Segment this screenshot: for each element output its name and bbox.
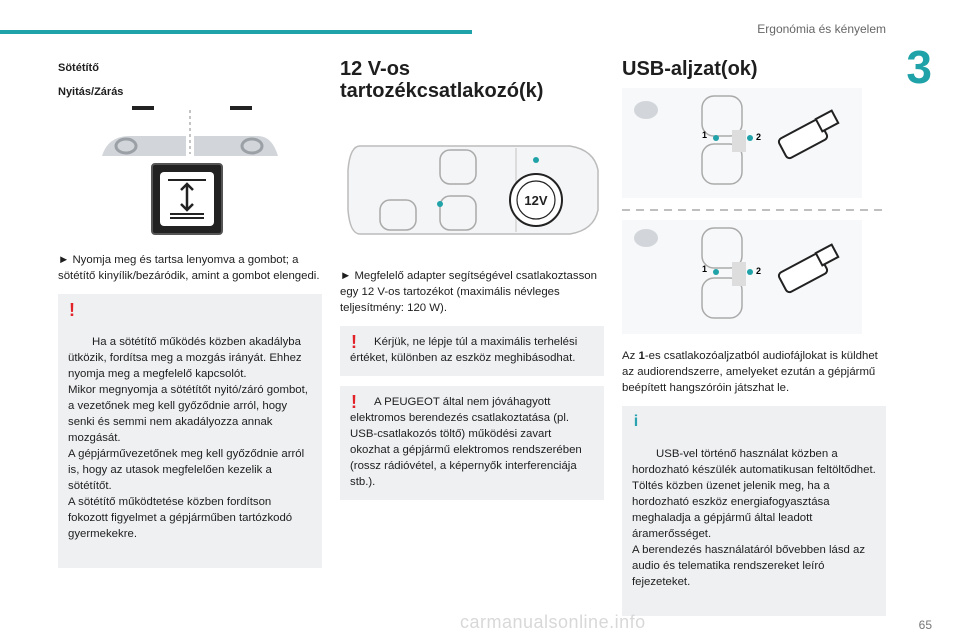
- usb-body-rest: -es csatlakozóaljzatból audiofájlokat is…: [622, 350, 878, 394]
- chapter-number: 3: [906, 41, 932, 93]
- socket-location-dot: [437, 201, 443, 207]
- usb-callout-2: 2: [756, 132, 761, 142]
- car-interior-icon: [622, 88, 862, 198]
- sunblind-heading: Sötétítő: [58, 62, 99, 74]
- usb-port-dot: [747, 269, 753, 275]
- socket-12v-warning-2: ! A PEUGEOT által nem jóváhagyott elektr…: [340, 386, 604, 500]
- usb-plug-icon: [777, 109, 840, 160]
- socket-12v-instruction: ► Megfelelő adapter segítségével csatlak…: [340, 270, 597, 314]
- warning-icon: !: [351, 392, 357, 412]
- socket-12v-heading: 12 V-os tartozékcsatlakozó(k): [340, 58, 544, 102]
- usb-column: USB-aljzat(ok) 1 2: [622, 52, 886, 616]
- usb-figure: 1 2 1 2: [622, 88, 886, 338]
- warning-icon: !: [69, 300, 75, 320]
- usb-port-dot: [713, 269, 719, 275]
- usb-body: Az 1-es csatlakozóaljzatból audiofájloka…: [622, 348, 886, 396]
- sunblind-subheading: Nyitás/Zárás: [58, 86, 124, 98]
- header-accent-bar: [0, 30, 472, 34]
- usb-callout-1: 1: [702, 264, 707, 274]
- socket-12v-column: 12 V-os tartozékcsatlakozó(k) 12V ► Megf…: [340, 52, 604, 500]
- socket-12v-label: 12V: [524, 193, 547, 208]
- sunblind-button-icon: [151, 163, 223, 235]
- usb-plug-icon: [777, 243, 840, 294]
- steering-wheel-icon: [102, 106, 186, 156]
- steering-wheel-icon: [194, 106, 278, 156]
- usb-port-dot: [713, 135, 719, 141]
- sunblind-warning-text: Ha a sötétítő működés közben akadályba ü…: [68, 336, 308, 540]
- usb-body-prefix: Az: [622, 350, 639, 362]
- usb-body-bold: 1: [638, 350, 645, 362]
- usb-callout-2: 2: [756, 266, 761, 276]
- socket-12v-icon: 12V: [509, 173, 563, 227]
- car-interior-icon: [622, 220, 862, 334]
- sunblind-warning: ! Ha a sötétítő működés közben akadályba…: [58, 294, 322, 568]
- usb-info-note: i USB-vel történő használat közben a hor…: [622, 406, 886, 616]
- socket-12v-figure: 12V: [340, 126, 604, 252]
- sunblind-column: Sötétítő Nyitás/Zárás: [58, 52, 322, 568]
- socket-location-dot: [533, 157, 539, 163]
- usb-callout-1: 1: [702, 130, 707, 140]
- usb-heading: USB-aljzat(ok): [622, 58, 758, 80]
- sunblind-instruction: ► Nyomja meg és tartsa lenyomva a gombot…: [58, 254, 320, 282]
- section-title: Ergonómia és kényelem: [757, 22, 886, 36]
- socket-12v-warning-2-text: A PEUGEOT által nem jóváhagyott elektrom…: [350, 396, 582, 488]
- usb-info-text: USB-vel történő használat közben a hordo…: [632, 448, 876, 588]
- socket-12v-warning-1-text: Kérjük, ne lépje túl a maximális terhelé…: [350, 336, 578, 364]
- sunblind-figure: [58, 106, 322, 240]
- warning-icon: !: [351, 332, 357, 352]
- info-icon: i: [633, 413, 639, 430]
- page-number: 65: [918, 618, 932, 632]
- usb-port-dot: [747, 135, 753, 141]
- watermark: carmanualsonline.info: [460, 612, 646, 632]
- socket-12v-warning-1: ! Kérjük, ne lépje túl a maximális terhe…: [340, 326, 604, 376]
